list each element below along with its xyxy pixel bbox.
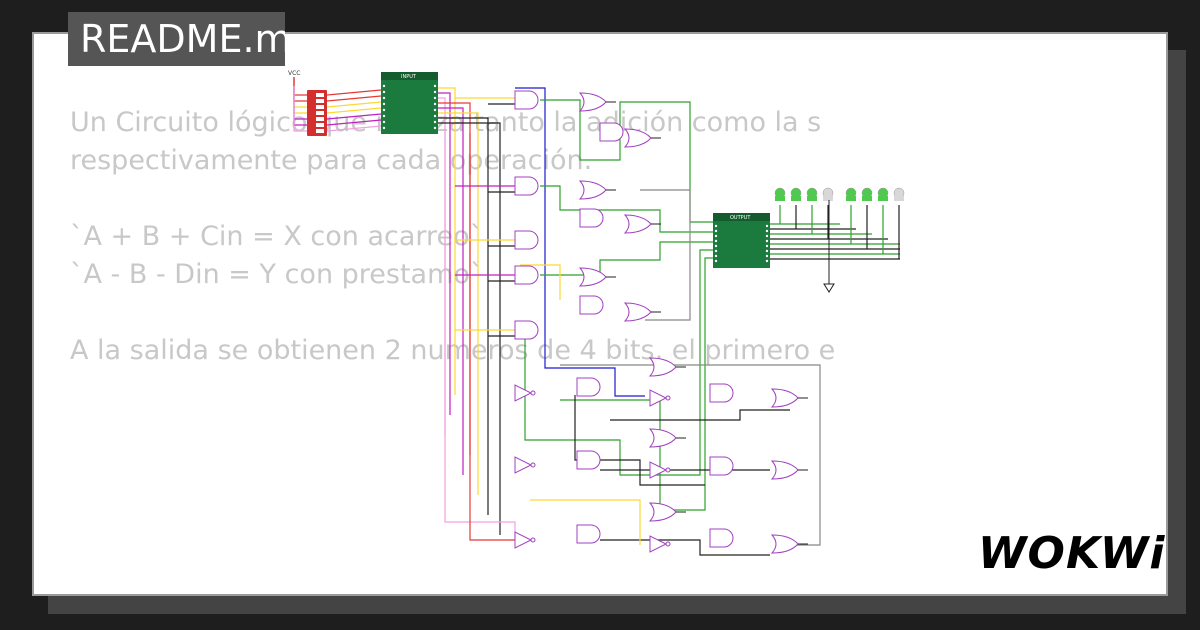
dip-switch[interactable] (307, 90, 327, 136)
diff-wire (524, 249, 713, 476)
and-gate[interactable] (514, 320, 539, 340)
or-gate[interactable] (770, 534, 808, 554)
and-gate[interactable] (709, 528, 734, 548)
wires (293, 86, 900, 556)
and-gate[interactable] (514, 90, 539, 110)
vcc-wire (293, 86, 307, 96)
led-wire (770, 205, 900, 250)
dip-wire (326, 119, 382, 126)
dip-wire (326, 113, 382, 120)
net-wire (574, 395, 705, 486)
bus-wire (469, 133, 515, 541)
net-wire (520, 264, 561, 300)
dip-wire (326, 107, 382, 114)
borrow-wire (640, 189, 691, 321)
vcc-wire (293, 86, 307, 102)
and-gate[interactable] (514, 265, 539, 285)
dip-wire (326, 101, 382, 108)
title-tab[interactable]: README.md (68, 12, 285, 66)
led-wire (770, 205, 872, 235)
led[interactable] (774, 187, 786, 201)
led-wire (770, 205, 900, 245)
and-gate[interactable] (576, 450, 601, 470)
sum-wire (540, 241, 713, 276)
bus-wire (438, 107, 464, 475)
sum-wire (540, 99, 713, 223)
input-chip-label: INPUT (401, 74, 417, 80)
logic-gates (382, 84, 808, 554)
or-gate[interactable] (770, 460, 808, 480)
ground-symbol (823, 200, 835, 293)
led-wire (770, 205, 900, 255)
led[interactable] (893, 187, 905, 201)
or-gate[interactable] (578, 267, 616, 287)
vcc-wire (293, 86, 307, 108)
or-gate[interactable] (648, 428, 686, 448)
and-gate[interactable] (576, 524, 601, 544)
output-chip-label: OUTPUT (730, 215, 751, 221)
dip-wire (326, 95, 382, 102)
not-gate[interactable] (649, 461, 671, 479)
and-gate[interactable] (579, 208, 604, 228)
or-gate[interactable] (623, 302, 661, 322)
sum-wire (540, 185, 713, 233)
led[interactable] (790, 187, 802, 201)
net-wire (610, 409, 790, 421)
and-gate[interactable] (576, 377, 601, 397)
led-wire (770, 205, 856, 230)
or-gate[interactable] (770, 388, 808, 408)
led-wire (770, 205, 840, 225)
bus-wire (438, 112, 479, 495)
led[interactable] (806, 187, 818, 201)
or-gate[interactable] (623, 128, 661, 148)
carry-wire (515, 87, 645, 397)
bus-wire (444, 128, 516, 540)
bus-wire (438, 87, 456, 395)
not-gate[interactable] (514, 384, 536, 402)
page-title: README.md (80, 17, 285, 61)
led-wire (770, 205, 900, 260)
led-row (774, 187, 905, 201)
and-gate[interactable] (514, 230, 539, 250)
or-gate[interactable] (578, 92, 616, 112)
or-gate[interactable] (578, 180, 616, 200)
led[interactable] (877, 187, 889, 201)
or-gate[interactable] (648, 357, 686, 377)
and-gate[interactable] (599, 122, 624, 142)
bus-wire (438, 92, 451, 415)
and-gate[interactable] (579, 295, 604, 315)
and-gate[interactable] (514, 176, 539, 196)
led[interactable] (845, 187, 857, 201)
and-gate[interactable] (709, 383, 734, 403)
or-gate[interactable] (648, 502, 686, 522)
vcc-wire (293, 86, 307, 114)
bus-wire (438, 102, 471, 455)
vcc-wire (293, 86, 307, 120)
led[interactable] (861, 187, 873, 201)
diff-wire (560, 257, 713, 511)
and-gate[interactable] (709, 456, 734, 476)
bus-wire (438, 97, 446, 435)
net-wire (600, 539, 770, 556)
bus-wire (438, 122, 501, 535)
not-gate[interactable] (514, 531, 536, 549)
not-gate[interactable] (649, 389, 671, 407)
led[interactable] (822, 187, 834, 201)
vcc-label: VCC (288, 70, 300, 77)
or-gate[interactable] (623, 214, 661, 234)
bus-wire (438, 117, 489, 515)
not-gate[interactable] (649, 535, 671, 553)
parts: VCC INPUT OUTPUT (288, 70, 905, 554)
not-gate[interactable] (514, 456, 536, 474)
vcc-wire (293, 86, 307, 132)
dip-wire (326, 125, 382, 132)
dip-wire (326, 89, 382, 96)
borrow-wire (560, 364, 821, 546)
wokwi-logo: WOKWi (978, 528, 1166, 579)
net-wire (530, 499, 641, 545)
input-chip[interactable]: INPUT (381, 72, 438, 134)
output-chip[interactable]: OUTPUT (713, 213, 770, 268)
